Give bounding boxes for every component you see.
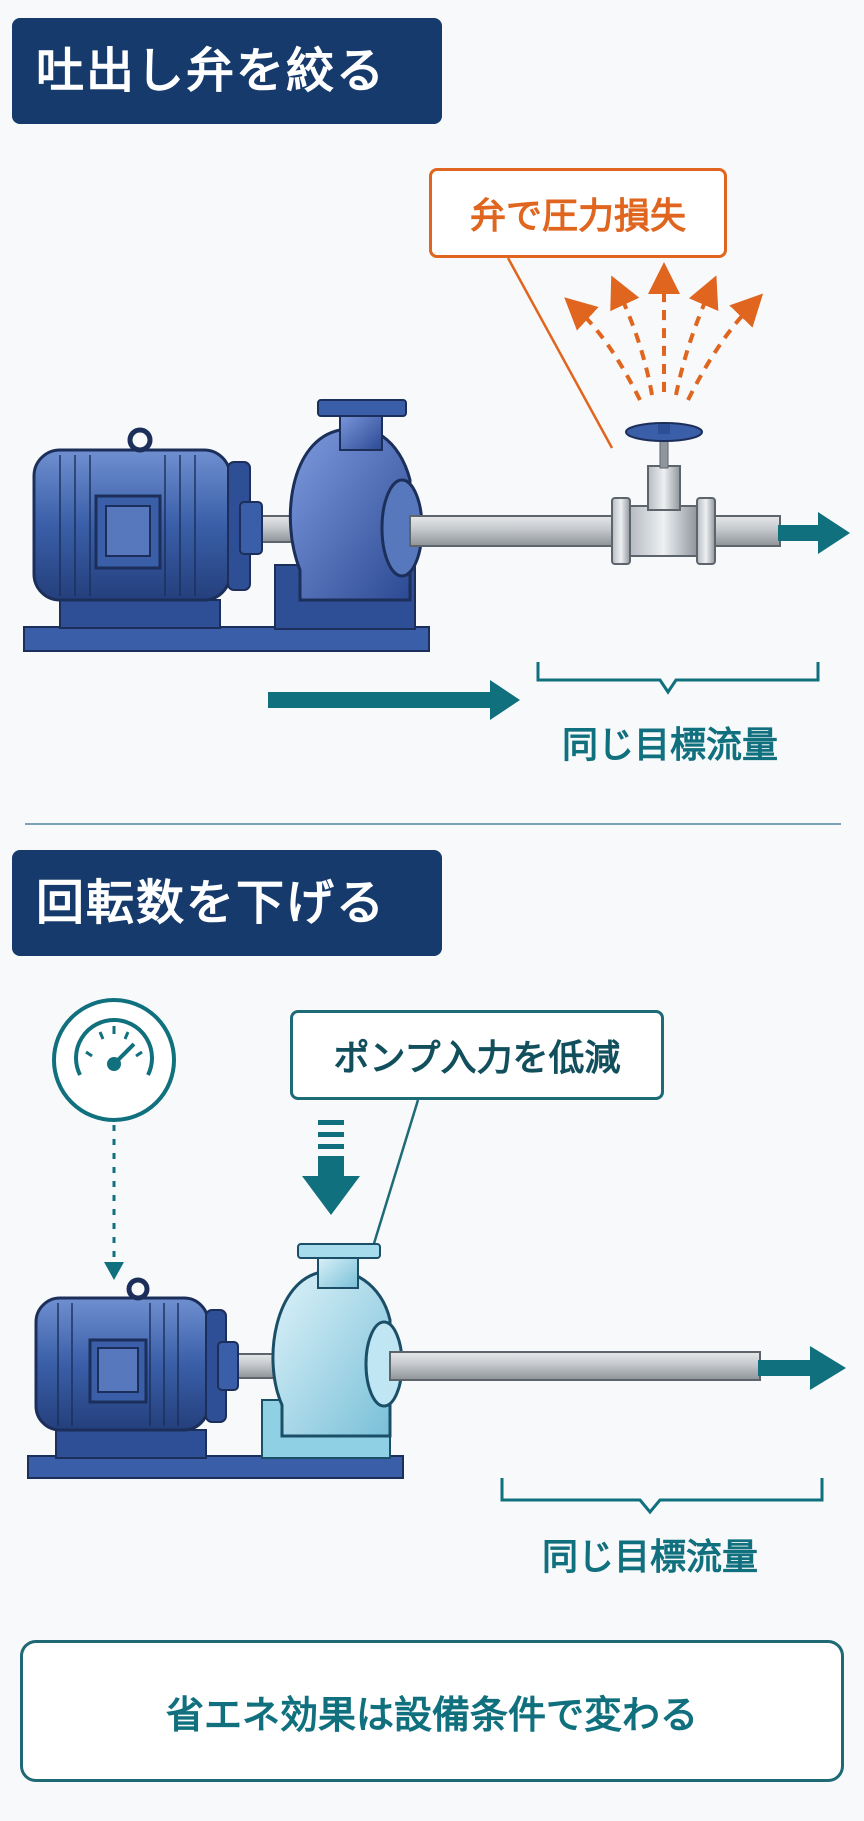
summary-box: 省エネ効果は設備条件で変わる: [20, 1640, 844, 1782]
outlet-arrow-2: [758, 1346, 846, 1390]
section-2-title: 回転数を下げる: [12, 850, 442, 956]
pipe-1: [409, 515, 781, 547]
callout-reduce-input: ポンプ入力を低減: [290, 1010, 664, 1100]
flow-label-1: 同じ目標流量: [561, 725, 778, 766]
flow-arrow-1: [268, 680, 520, 720]
callout-2-leader: [370, 1099, 420, 1251]
base-plate-1: [23, 626, 430, 652]
bracket-1: [536, 662, 820, 695]
speed-gauge-icon: [52, 998, 176, 1122]
pump-casing-2: [261, 1243, 404, 1459]
pipe-2: [389, 1351, 761, 1381]
bracket-2: [500, 1478, 824, 1515]
pump-casing-1: [274, 399, 424, 630]
callout-pressure-loss: 弁で圧力損失: [429, 168, 727, 258]
outlet-arrow-1: [778, 512, 850, 554]
flow-label-2: 同じ目標流量: [541, 1537, 758, 1578]
pump-assembly-2: [27, 1243, 846, 1479]
motor-1: [32, 427, 251, 602]
motor-2: [34, 1277, 227, 1432]
reduce-input-arrow: [302, 1120, 360, 1215]
section-divider: [25, 823, 841, 825]
section-1-title: 吐出し弁を絞る: [12, 18, 442, 124]
pump-assembly-1: [23, 399, 850, 652]
discharge-valve: [611, 422, 716, 565]
pressure-loss-arrows: [564, 262, 764, 401]
summary-text: 省エネ効果は設備条件で変わる: [165, 1692, 698, 1737]
callout-1-leader: [506, 257, 614, 449]
base-plate-2: [27, 1455, 404, 1479]
